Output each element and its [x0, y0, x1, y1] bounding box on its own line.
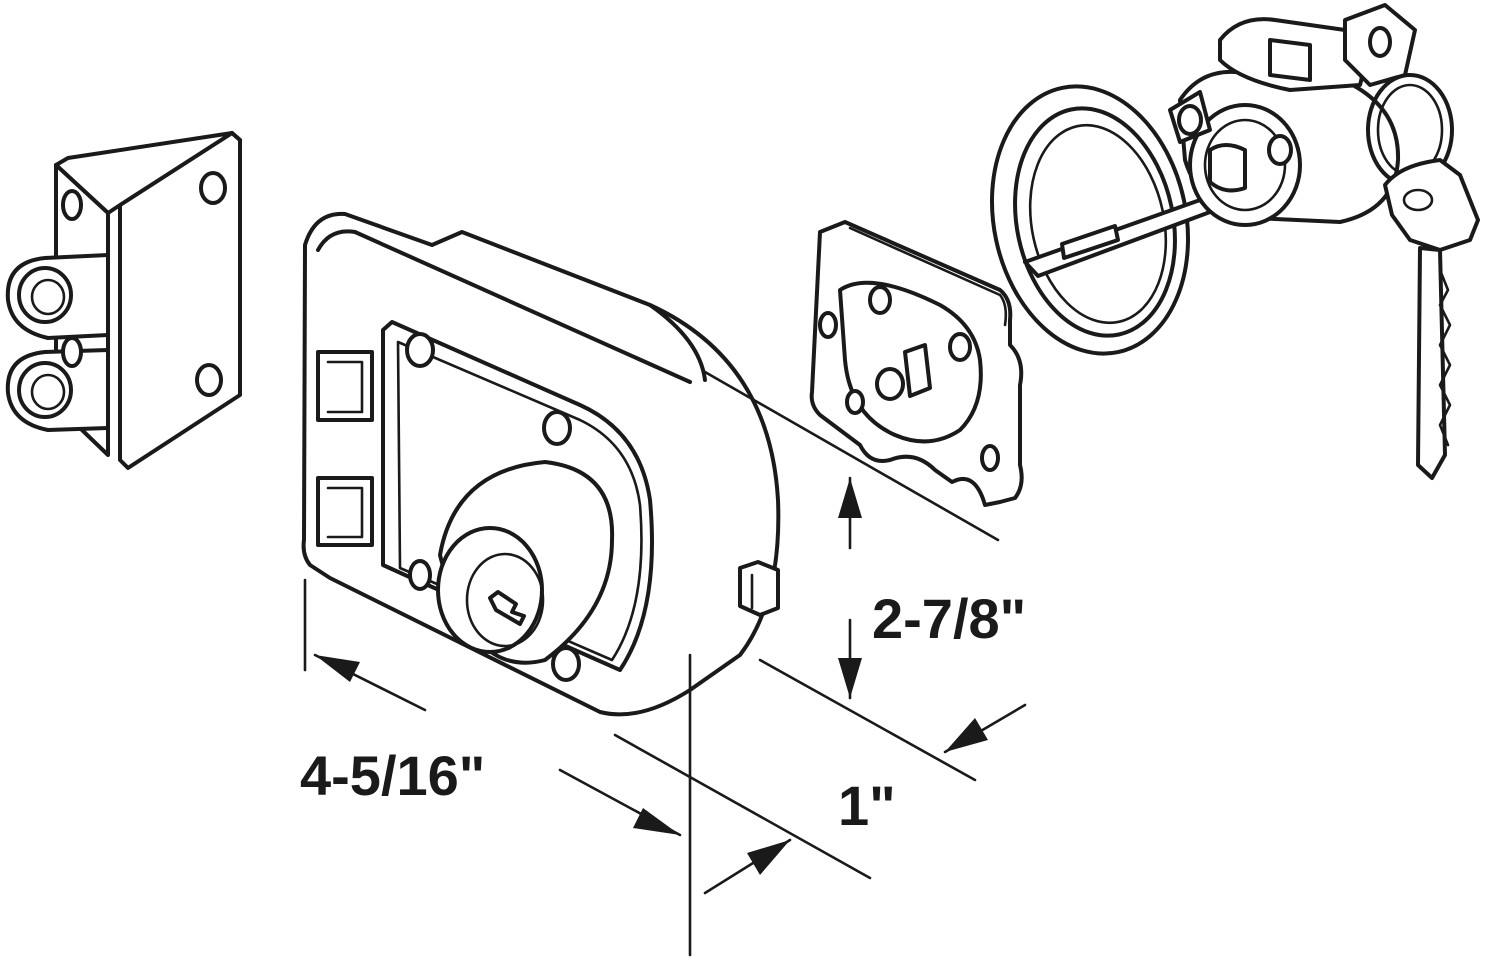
strike-plate	[5, 131, 242, 470]
keys	[1343, 3, 1480, 480]
arrow-left-icon	[315, 655, 360, 682]
mounting-plate	[809, 220, 1024, 507]
depth-label: 1"	[838, 774, 896, 837]
height-label: 2-7/8"	[872, 587, 1026, 650]
dimension-depth: 1"	[613, 703, 1027, 895]
dimension-width: 4-5/16"	[300, 578, 692, 957]
width-label: 4-5/16"	[300, 744, 485, 807]
dimension-height: 2-7/8"	[703, 370, 1026, 782]
deadlock-body	[301, 211, 781, 717]
arrow-depth-right-icon	[945, 718, 988, 752]
arrow-down-icon	[838, 658, 862, 698]
lock-cylinder	[1023, 17, 1401, 278]
trim-ring	[989, 84, 1191, 356]
arrow-right-icon	[633, 808, 680, 835]
arrow-depth-left-icon	[747, 840, 790, 875]
arrow-up-icon	[838, 478, 862, 518]
